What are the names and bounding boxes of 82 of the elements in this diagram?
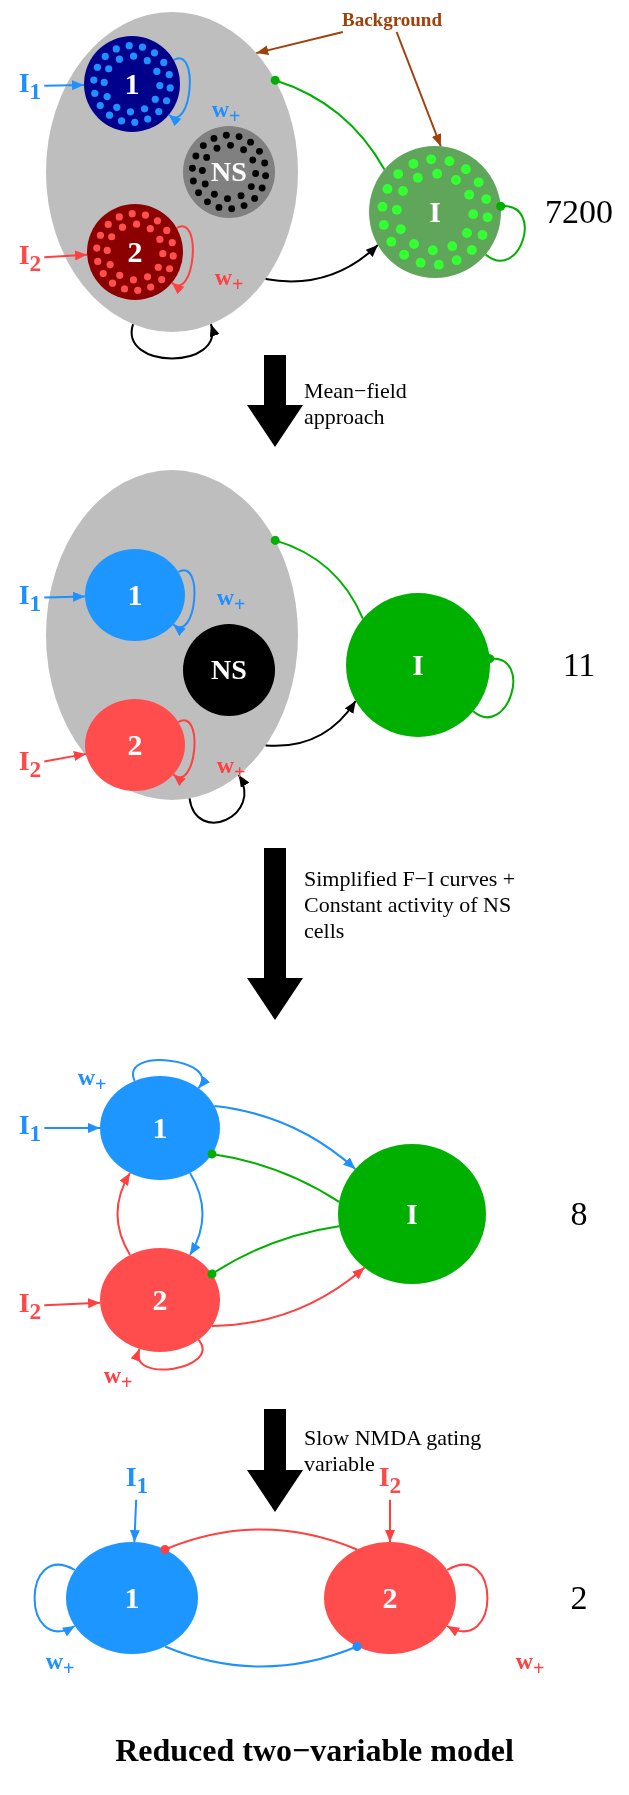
arrow (213, 1105, 357, 1170)
arrow (188, 773, 249, 824)
node-label: 1 (124, 1581, 140, 1615)
arrow (129, 1498, 140, 1544)
node-label: 2 (382, 1581, 398, 1615)
population-circle (183, 624, 275, 716)
arrow (264, 244, 379, 283)
arrow (189, 1172, 204, 1256)
population-circle (85, 699, 185, 791)
arrow (43, 751, 87, 763)
node-label: 2 (127, 235, 143, 269)
input-label: I$_{1}$ (18, 67, 42, 105)
arrow (43, 80, 85, 91)
arrow (132, 1059, 209, 1090)
inhibitory-connector (164, 1642, 362, 1668)
callout-text: Background (342, 9, 442, 31)
population-circle (100, 1248, 220, 1352)
input-label: I$_{2}$ (18, 239, 42, 277)
edge-label: w$_{+}$ (45, 1648, 75, 1680)
inhibitory-connector (472, 654, 515, 719)
input-label: I$_{1}$ (18, 579, 42, 617)
arrow (385, 1498, 395, 1543)
neuron-count: 7200 (545, 193, 613, 231)
arrow (43, 250, 89, 261)
inhibitory-connector (270, 75, 386, 171)
neuron-count: 8 (570, 1195, 588, 1233)
input-label: I$_{2}$ (18, 1287, 42, 1325)
node-label: 1 (127, 578, 143, 612)
neuron-count: 2 (570, 1579, 588, 1617)
step-note: Simplified F−I curves + Constant activity of NS cells (304, 866, 517, 944)
population-circle (324, 1542, 456, 1654)
arrow (43, 591, 86, 602)
inhibitory-connector (207, 1225, 341, 1279)
edge-label: w$_{+}$ (216, 752, 246, 784)
node-label: 1 (152, 1111, 168, 1145)
arrow (172, 569, 196, 635)
population-circle (84, 36, 180, 132)
input-label: I$_{1}$ (125, 1461, 149, 1499)
node-label: 1 (124, 67, 140, 101)
caption: Reduced two−variable model (114, 1732, 515, 1769)
edge-label: w$_{+}$ (77, 1064, 107, 1096)
edge-label: w$_{+}$ (103, 1362, 133, 1394)
arrow (395, 31, 442, 148)
population-circle (66, 1542, 198, 1654)
arrow (170, 225, 194, 293)
node-label: I (406, 1197, 418, 1231)
edge-label: w$_{+}$ (515, 1648, 545, 1680)
input-label: I$_{1}$ (18, 1109, 42, 1147)
arrow (264, 700, 357, 747)
inhibitory-connector (207, 1149, 341, 1203)
arrow (130, 323, 218, 360)
node-label: 2 (127, 728, 143, 762)
population-circle (346, 593, 490, 737)
arrow (43, 1298, 102, 1309)
population-circle (338, 1144, 486, 1284)
arrow (132, 1338, 204, 1371)
population-circle (85, 549, 185, 641)
neuron-count: 11 (562, 646, 596, 684)
arrow (33, 1564, 76, 1636)
background-ellipse (46, 12, 298, 332)
inhibitory-connector (270, 535, 364, 620)
edge-label: w$_{+}$ (214, 264, 244, 296)
node-label: I (429, 195, 441, 229)
input-label: I$_{2}$ (18, 745, 42, 783)
arrow (172, 719, 196, 785)
arrow (167, 57, 191, 125)
arrow (210, 1266, 366, 1327)
node-label: 2 (152, 1283, 168, 1317)
population-circle (87, 204, 183, 300)
step-note: Mean−field approach (304, 378, 408, 430)
node-label: NS (211, 156, 247, 188)
inhibitory-connector (160, 1528, 358, 1554)
arrow (446, 1564, 489, 1636)
node-label: I (412, 648, 424, 682)
background-ellipse (46, 470, 298, 800)
arrow (255, 31, 344, 56)
arrow (43, 1123, 101, 1133)
edge-label: w$_{+}$ (216, 584, 246, 616)
arrow (116, 1172, 131, 1256)
edge-label: w$_{+}$ (211, 96, 241, 128)
population-circle (369, 146, 501, 278)
node-label: NS (211, 654, 247, 686)
